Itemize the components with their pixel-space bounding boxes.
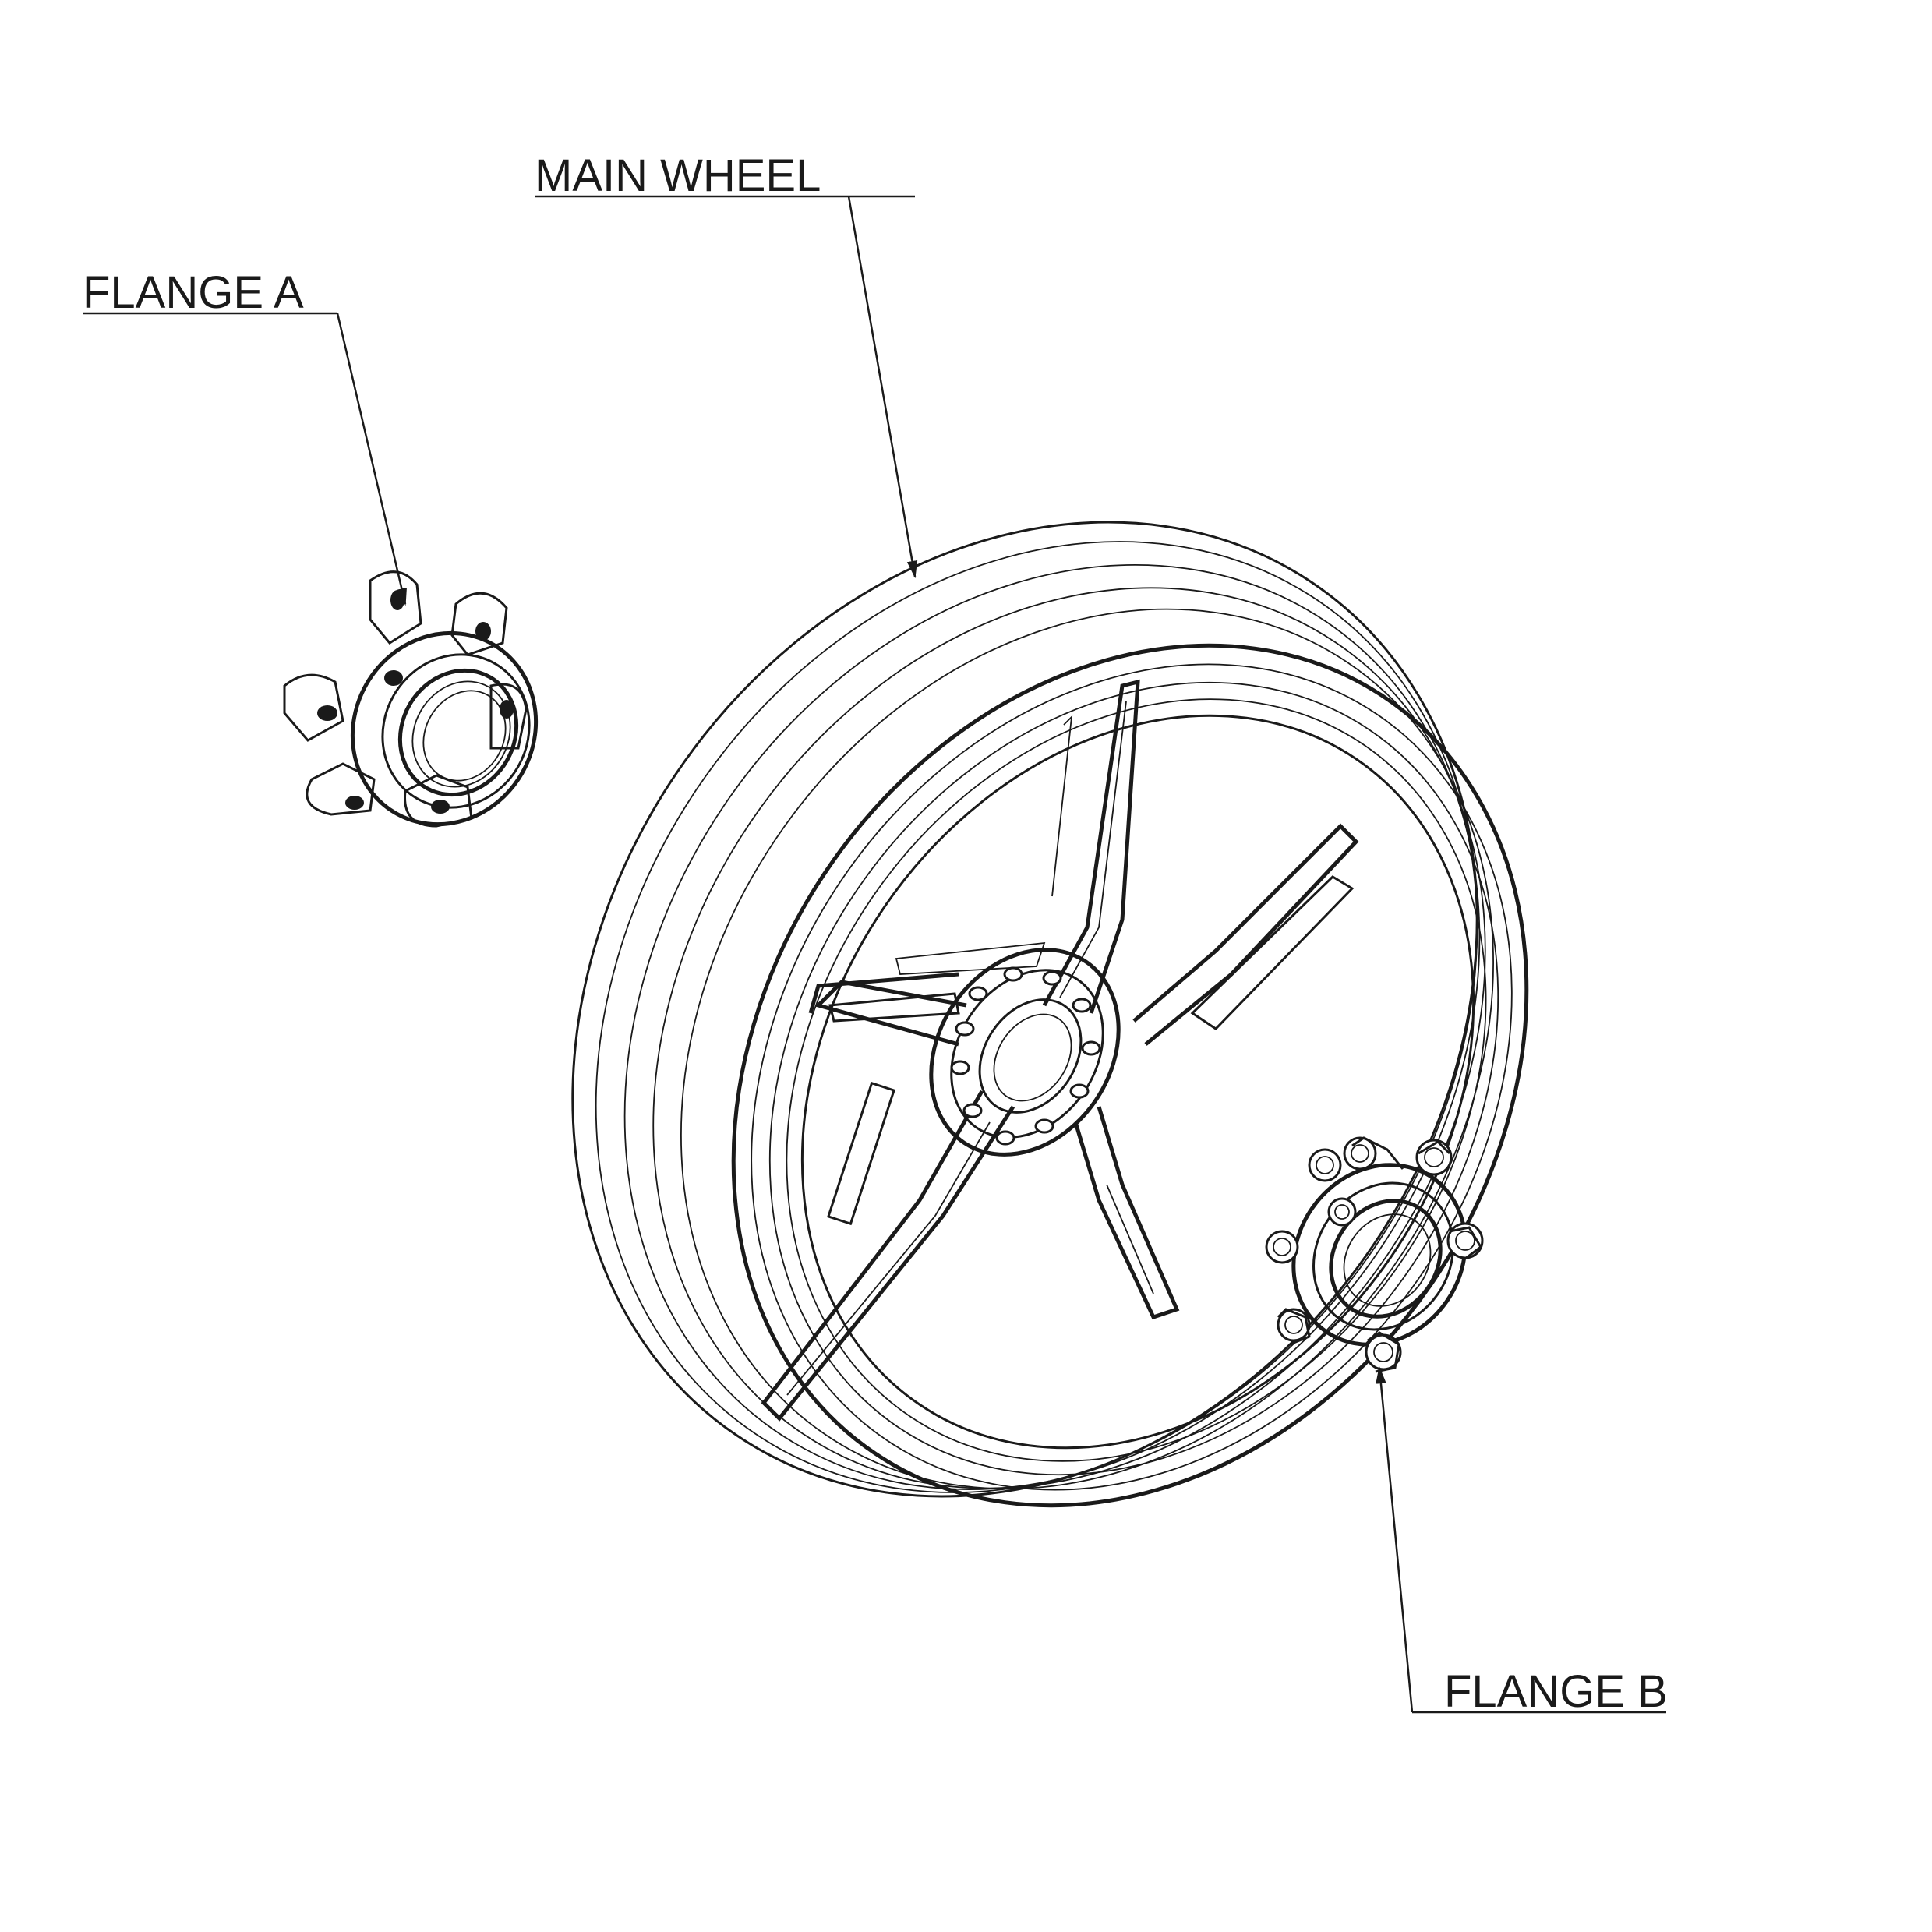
main-wheel-part (571, 521, 1529, 1508)
wheel-spokes (761, 679, 1359, 1422)
main-wheel-label: MAIN WHEEL (535, 150, 821, 201)
wheel-hub (929, 948, 1121, 1157)
leader-lines (83, 195, 1666, 1714)
flange-b-ears (1265, 1136, 1484, 1373)
flange-b-label: FLANGE B (1444, 1666, 1668, 1717)
flange-a-part (283, 570, 539, 828)
flange-a-ears (283, 570, 528, 828)
flange-b-part (1265, 1136, 1484, 1373)
flange-a-label: FLANGE A (83, 267, 304, 318)
